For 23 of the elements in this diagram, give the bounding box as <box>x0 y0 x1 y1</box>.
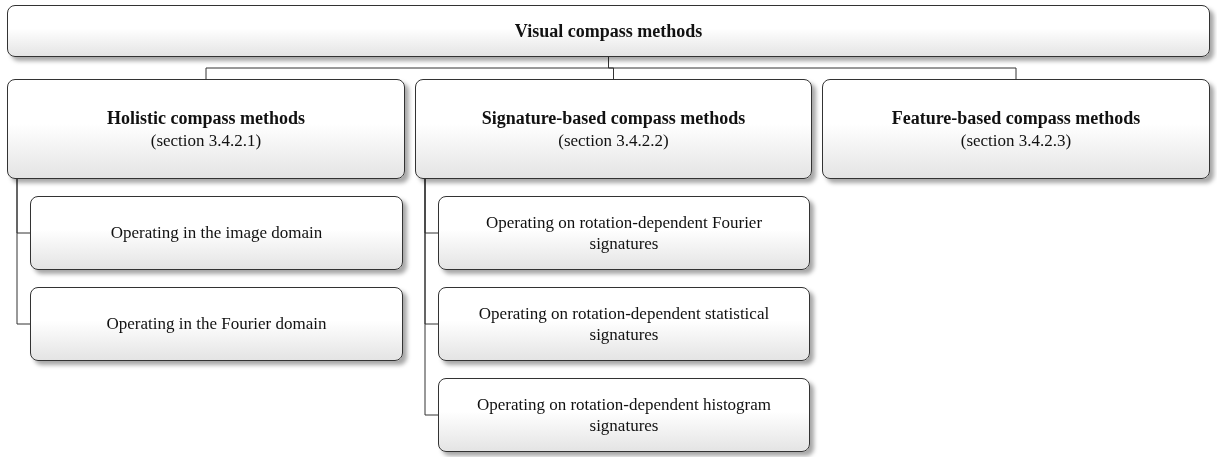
box-title: Operating on rotation-dependent Fourier signatures <box>484 211 764 255</box>
section-reference: (section 3.4.2.2) <box>558 129 669 151</box>
category-box <box>30 196 403 270</box>
category-box <box>30 287 403 361</box>
category-box <box>7 79 405 179</box>
connector-line <box>16 178 31 325</box>
section-reference: (section 3.4.2.3) <box>960 129 1072 151</box>
category-box <box>438 196 810 270</box>
box-title: Operating on rotation-dependent statistical signatures <box>477 302 771 346</box>
category-box <box>438 287 810 361</box>
box-title: Signature-based compass methods <box>481 107 746 130</box>
category-box <box>438 378 810 452</box>
box-title: Feature-based compass methods <box>891 107 1141 130</box>
box-title: Holistic compass methods <box>107 107 305 130</box>
box-title: Visual compass methods <box>514 19 703 43</box>
box-title: Operating on rotation-dependent histogram signatures <box>475 393 773 437</box>
section-reference: (section 3.4.2.1) <box>150 129 262 151</box>
category-box <box>822 79 1210 179</box>
category-box <box>7 5 1210 57</box>
connector-line <box>424 178 439 416</box>
box-title: Operating in the image domain <box>110 222 323 244</box>
category-box <box>415 79 812 179</box>
box-title: Operating in the Fourier domain <box>106 313 327 335</box>
